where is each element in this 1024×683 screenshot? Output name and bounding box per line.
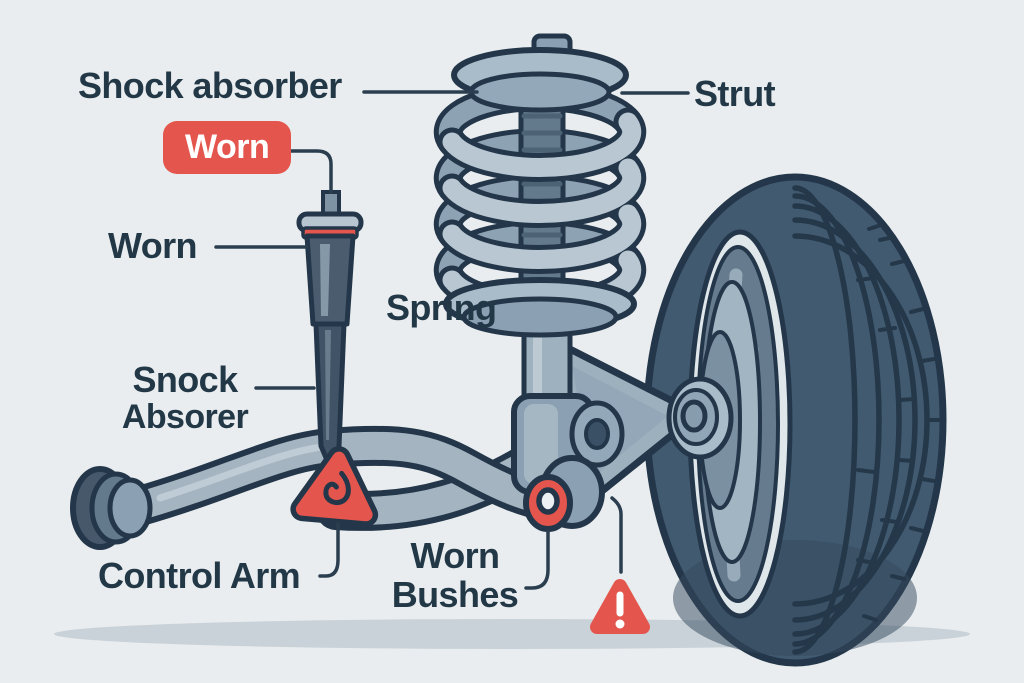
leak-drop-icon xyxy=(323,470,351,505)
label-snock-line2: Absorer xyxy=(121,398,249,437)
left-bushing xyxy=(70,466,153,550)
label-worn-bushes: Worn Bushes xyxy=(380,535,530,616)
worn-bushing-donut-icon xyxy=(523,455,605,532)
label-snock-line1: Snock xyxy=(132,359,238,400)
strut-top-mount xyxy=(451,33,629,113)
wheel-hub xyxy=(666,376,734,460)
label-worn-bushes-line2: Bushes xyxy=(391,574,519,616)
worn-bushes-callout-line xyxy=(524,529,550,590)
label-worn-bushes-line1: Worn xyxy=(410,535,501,576)
label-worn: Worn xyxy=(108,225,198,266)
control-arm-callout-line xyxy=(318,522,340,578)
shock-absorber-illustration xyxy=(296,190,364,463)
warning-icon xyxy=(590,579,650,634)
worn-bushing-triangle-icon xyxy=(290,446,379,527)
warning-callout-line xyxy=(610,496,623,574)
label-control-arm: Control Arm xyxy=(98,555,301,596)
callout-lines xyxy=(214,90,690,590)
worn-badge-callout-line xyxy=(288,149,333,194)
label-strut: Strut xyxy=(694,73,776,114)
shock-upper-body xyxy=(304,233,356,327)
label-spring: Spring xyxy=(386,287,497,328)
worn-status-badge: Worn xyxy=(163,121,292,174)
strut-illustration xyxy=(433,33,647,338)
label-shock-absorber-misspelled: Snock Absorer xyxy=(110,360,260,436)
label-shock-absorber: Shock absorber xyxy=(78,65,342,106)
tire-tread-sipes xyxy=(856,223,941,622)
